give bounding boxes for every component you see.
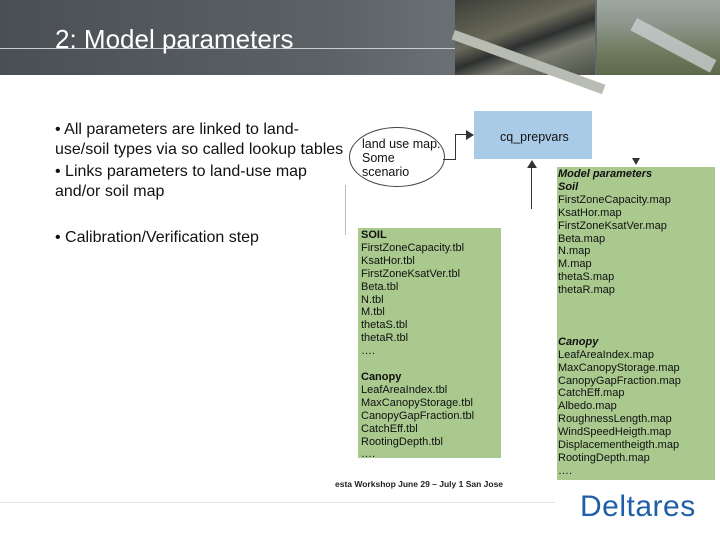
list-item: Albedo.map [558, 400, 617, 413]
arrow-down-icon [632, 158, 640, 165]
list-item: Displacementheigth.map [558, 439, 680, 452]
list-item: SOIL [361, 229, 387, 241]
list-item [361, 358, 474, 371]
list-item: Canopy [361, 370, 402, 383]
deltares-logo: Deltares [580, 490, 696, 523]
bullet-item: • All parameters are linked to land-use/… [55, 121, 344, 158]
list-item: FirstZoneCapacity.map [558, 193, 671, 206]
list-item: Beta.map [558, 232, 606, 245]
list-item: FirstZoneKsatVer.tbl [361, 267, 461, 280]
list-item: M.map [558, 258, 592, 271]
list-item: Beta.tbl [361, 280, 399, 293]
list-item: …. [558, 464, 573, 477]
list-item: thetaS.tbl [361, 319, 408, 332]
list-item [558, 323, 681, 336]
bullet-item: • Links parameters to land-use map and/o… [55, 163, 307, 200]
connector-line [531, 167, 532, 209]
list-item: CatchEff.tbl [361, 422, 418, 435]
list-item: Canopy [558, 335, 599, 348]
bullet-item: • Calibration/Verification step [55, 229, 259, 246]
list-item: Model parameters [558, 168, 653, 180]
list-item: RootingDepth.map [558, 451, 650, 464]
list-item: MaxCanopyStorage.map [558, 361, 680, 374]
landscape-photo [597, 0, 720, 75]
list-item: LeafAreaIndex.map [558, 348, 655, 361]
list-item: RoughnessLength.map [558, 413, 672, 426]
landuse-cloud-label: land use map. Some scenario [362, 137, 441, 179]
list-item: M.tbl [361, 306, 385, 319]
list-item: …. [361, 345, 376, 358]
list-item: LeafAreaIndex.tbl [361, 383, 448, 396]
prepvars-box [474, 111, 592, 159]
list-item: KsatHor.map [558, 206, 622, 219]
list-item: N.tbl [361, 293, 384, 306]
model-parameters-box [557, 167, 715, 480]
slide-title: 2: Model parameters [55, 24, 294, 54]
list-item: thetaS.map [558, 271, 615, 284]
prepvars-label: cq_prepvars [500, 130, 569, 144]
title-banner: 2: Model parameters [0, 0, 720, 95]
list-item: Soil [558, 180, 579, 193]
list-item: CanopyGapFraction.map [558, 374, 681, 387]
landuse-cloud-shape [349, 127, 445, 187]
list-item [558, 310, 681, 323]
footer-divider [0, 502, 555, 503]
list-item: CanopyGapFraction.tbl [361, 409, 475, 422]
list-item: thetaR.map [558, 284, 615, 297]
arrow-up-icon [527, 160, 537, 168]
list-item: WindSpeedHeigth.map [558, 426, 672, 439]
connector-line [455, 134, 456, 160]
bridge-photo [451, 0, 606, 95]
connector-line [345, 185, 346, 235]
list-item: CatchEff.map [558, 387, 625, 400]
list-item: …. [361, 448, 376, 461]
workshop-caption: esta Workshop June 29 – July 1 San Jose [335, 479, 504, 489]
list-item: MaxCanopyStorage.tbl [361, 396, 473, 409]
connector-line [443, 159, 455, 160]
soil-tables-box [358, 228, 501, 458]
connector-line [455, 134, 467, 135]
list-item [558, 297, 681, 310]
arrow-right-icon [466, 130, 474, 140]
list-item: RootingDepth.tbl [361, 435, 443, 448]
list-item: N.map [558, 245, 591, 258]
list-item: FirstZoneKsatVer.map [558, 219, 667, 232]
list-item: FirstZoneCapacity.tbl [361, 241, 465, 254]
title-underline [0, 48, 455, 49]
list-item: KsatHor.tbl [361, 254, 415, 267]
list-item: thetaR.tbl [361, 332, 409, 345]
bullet-list: • All parameters are linked to land-use/… [55, 120, 345, 248]
